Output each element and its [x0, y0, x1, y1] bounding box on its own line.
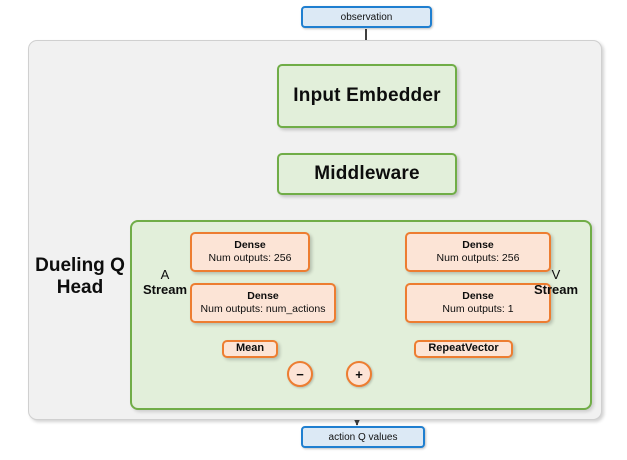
- a-stream-dense-2-title: Dense: [247, 289, 279, 302]
- observation-box[interactable]: observation: [301, 6, 432, 28]
- middleware-box[interactable]: Middleware: [277, 153, 457, 195]
- a-stream-word: Stream: [142, 281, 188, 297]
- a-stream-label: A Stream: [140, 267, 190, 298]
- v-stream-label: V Stream: [530, 267, 582, 298]
- a-stream-dense-2-subtitle: Num outputs: num_actions: [200, 303, 326, 315]
- subtract-operator-node[interactable]: −: [287, 361, 313, 387]
- v-stream-dense-1-subtitle: Num outputs: 256: [436, 252, 520, 264]
- action-q-values-box[interactable]: action Q values: [301, 426, 425, 448]
- a-stream-letter: A: [160, 267, 170, 282]
- add-symbol: +: [355, 366, 363, 382]
- add-operator-node[interactable]: +: [346, 361, 372, 387]
- v-stream-letter: V: [551, 267, 561, 282]
- repeatvector-label: RepeatVector: [428, 342, 499, 355]
- repeatvector-box[interactable]: RepeatVector: [414, 340, 513, 358]
- v-stream-dense-1-title: Dense: [462, 238, 494, 251]
- input-embedder-label: Input Embedder: [293, 85, 441, 106]
- mean-label: Mean: [235, 342, 265, 355]
- mean-box[interactable]: Mean: [222, 340, 278, 358]
- middleware-label: Middleware: [314, 163, 420, 184]
- dueling-q-head-label: Dueling Q Head: [32, 255, 128, 299]
- a-stream-dense-1-subtitle: Num outputs: 256: [208, 252, 292, 264]
- v-stream-dense-2-box[interactable]: Dense Num outputs: 1: [405, 283, 551, 323]
- a-stream-dense-1-box[interactable]: Dense Num outputs: 256: [190, 232, 310, 272]
- observation-label: observation: [340, 11, 393, 23]
- a-stream-dense-2-box[interactable]: Dense Num outputs: num_actions: [190, 283, 336, 323]
- v-stream-word: Stream: [533, 281, 579, 297]
- v-stream-dense-1-box[interactable]: Dense Num outputs: 256: [405, 232, 551, 272]
- input-embedder-box[interactable]: Input Embedder: [277, 64, 457, 128]
- dueling-q-head-text: Dueling Q Head: [35, 255, 125, 298]
- subtract-symbol: −: [296, 366, 304, 382]
- a-stream-dense-1-title: Dense: [234, 238, 266, 251]
- v-stream-dense-2-subtitle: Num outputs: 1: [442, 303, 514, 315]
- v-stream-dense-2-title: Dense: [462, 289, 494, 302]
- action-q-values-label: action Q values: [328, 431, 398, 443]
